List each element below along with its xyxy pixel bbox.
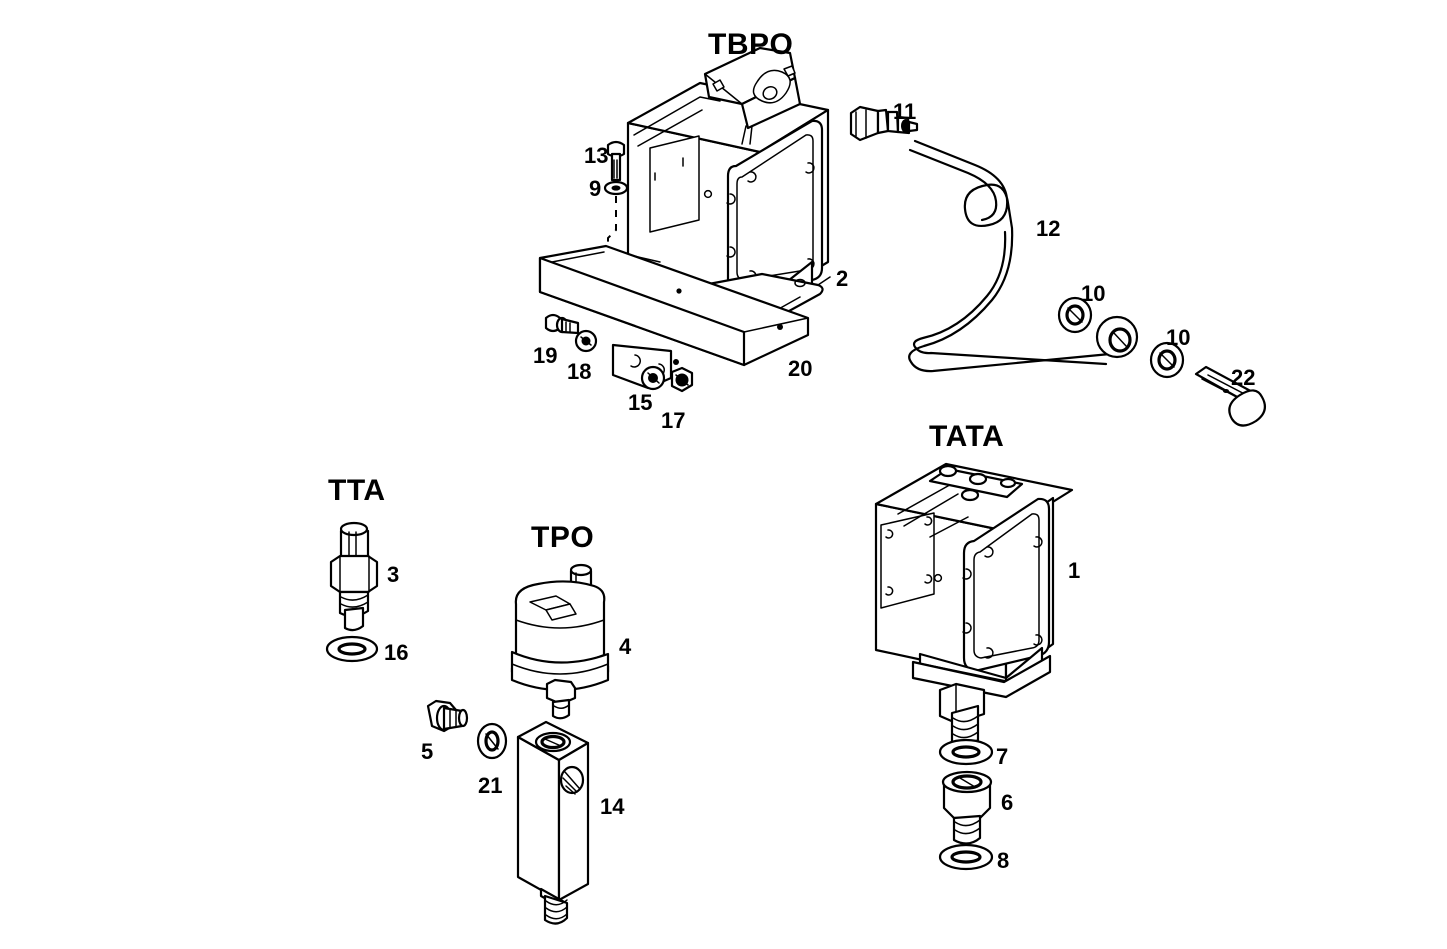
- part-washer-18: [574, 329, 598, 353]
- part-seal-ring-10-upper: [1057, 296, 1093, 334]
- callout-10-upper: 10: [1081, 281, 1106, 306]
- leader-dashed-bolt: [607, 196, 617, 250]
- callout-18: 18: [567, 359, 592, 384]
- part-nut-17: [670, 366, 694, 393]
- callout-16: 16: [384, 640, 409, 665]
- callout-3: 3: [387, 562, 400, 587]
- callout-21: 21: [478, 773, 503, 798]
- leader-2: [817, 276, 831, 286]
- callout-15: 15: [628, 390, 653, 415]
- callout-22: 22: [1231, 365, 1256, 390]
- part-seal-ring-7: [938, 738, 994, 766]
- part-banjo-bolt: [1194, 365, 1267, 427]
- group-title-tbpo: TBPO: [708, 28, 794, 61]
- part-adapter-nut: [941, 770, 993, 845]
- callout-1: 1: [1068, 558, 1081, 583]
- group-title-tta: TTA: [328, 474, 386, 507]
- callout-7: 7: [996, 744, 1009, 769]
- callout-20: 20: [788, 356, 813, 381]
- part-nut-15: [640, 365, 666, 391]
- part-washer-9: [603, 180, 629, 196]
- callout-8: 8: [997, 848, 1010, 873]
- part-seal-ring-16: [325, 635, 379, 663]
- part-seal-ring-10-lower: [1149, 341, 1185, 379]
- part-hose-eye: [1095, 315, 1139, 359]
- part-hex-bolt: [606, 140, 626, 182]
- callout-14: 14: [600, 794, 625, 819]
- part-seal-ring-8: [938, 843, 994, 871]
- callout-17: 17: [661, 408, 686, 433]
- callout-13: 13: [584, 143, 609, 168]
- callout-2: 2: [836, 266, 849, 291]
- part-plug: [426, 699, 469, 733]
- group-title-tata: TATA: [929, 420, 1005, 453]
- part-distribution-block: [516, 720, 590, 925]
- callout-4: 4: [619, 634, 632, 659]
- part-seal-ring-21: [476, 722, 508, 760]
- part-temperature-switch: [329, 521, 379, 632]
- callout-11: 11: [893, 99, 917, 124]
- callout-12: 12: [1036, 216, 1061, 241]
- callout-6: 6: [1001, 790, 1014, 815]
- part-pressure-switch-tata: [874, 462, 1074, 747]
- part-hose-fitting: [849, 105, 919, 142]
- part-pressure-switch-tpo: [510, 563, 610, 720]
- callout-9: 9: [589, 176, 602, 201]
- part-screw-19: [544, 313, 580, 335]
- callout-19: 19: [533, 343, 558, 368]
- part-hose-line: [908, 139, 1112, 373]
- group-title-tpo: TPO: [531, 521, 595, 554]
- callout-5: 5: [421, 739, 434, 764]
- callout-10-lower: 10: [1166, 325, 1191, 350]
